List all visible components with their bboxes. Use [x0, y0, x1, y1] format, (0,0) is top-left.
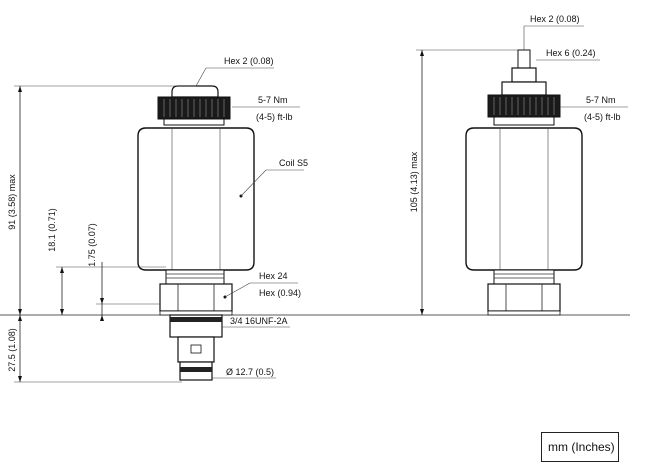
left-torque-label: 5-7 Nm: [258, 95, 288, 105]
left-diameter-label: Ø 12.7 (0.5): [226, 367, 274, 377]
left-hex-body-label: Hex 24: [259, 271, 288, 281]
units-legend: mm (Inches): [541, 432, 619, 462]
right-coil-body: [465, 127, 583, 271]
right-hex-body: [487, 283, 561, 312]
right-hex-nut: [511, 67, 537, 83]
dim-1-75: 1.75 (0.07): [87, 223, 97, 267]
dim-overall-left: 91 (3.58) max: [7, 174, 17, 230]
left-coil-label: Coil S5: [279, 158, 308, 168]
left-callouts: Hex 2 (0.08) 5-7 Nm (4-5) ft-lb Coil S5 …: [195, 56, 308, 379]
left-hex-body: [159, 283, 233, 312]
left-washer: [163, 118, 225, 126]
right-hex-nut-label: Hex 6 (0.24): [546, 48, 596, 58]
left-valve: [137, 85, 255, 381]
left-thread-label: 3/4 16UNF-2A: [230, 316, 288, 326]
right-callouts: Hex 2 (0.08) Hex 6 (0.24) 5-7 Nm (4-5) f…: [523, 14, 628, 122]
right-stem: [517, 49, 531, 69]
units-label: mm (Inches): [548, 440, 615, 454]
left-torque-imperial-label: (4-5) ft-lb: [256, 112, 293, 122]
right-collar: [501, 81, 547, 96]
right-dimensions: 105 (4.13) max: [409, 49, 518, 315]
right-tube: [493, 269, 555, 285]
right-hex-top-label: Hex 2 (0.08): [530, 14, 580, 24]
dim-18-1: 18.1 (0.71): [47, 208, 57, 252]
left-knurl-lines: [163, 99, 225, 117]
right-valve: [465, 49, 583, 316]
left-coil-body: [137, 127, 255, 271]
left-hex-top-label: Hex 2 (0.08): [224, 56, 274, 66]
left-dimensions: 91 (3.58) max 18.1 (0.71) 1.75 (0.07) 27…: [7, 85, 196, 383]
right-torque-label: 5-7 Nm: [586, 95, 616, 105]
left-tube: [165, 269, 225, 285]
right-knurl-lines: [493, 97, 555, 115]
dim-27-5: 27.5 (1.08): [7, 328, 17, 372]
right-torque-imperial-label: (4-5) ft-lb: [584, 112, 621, 122]
left-hex-body-imperial-label: Hex (0.94): [259, 288, 301, 298]
dim-overall-right: 105 (4.13) max: [409, 151, 419, 212]
left-top-cap: [171, 85, 219, 98]
